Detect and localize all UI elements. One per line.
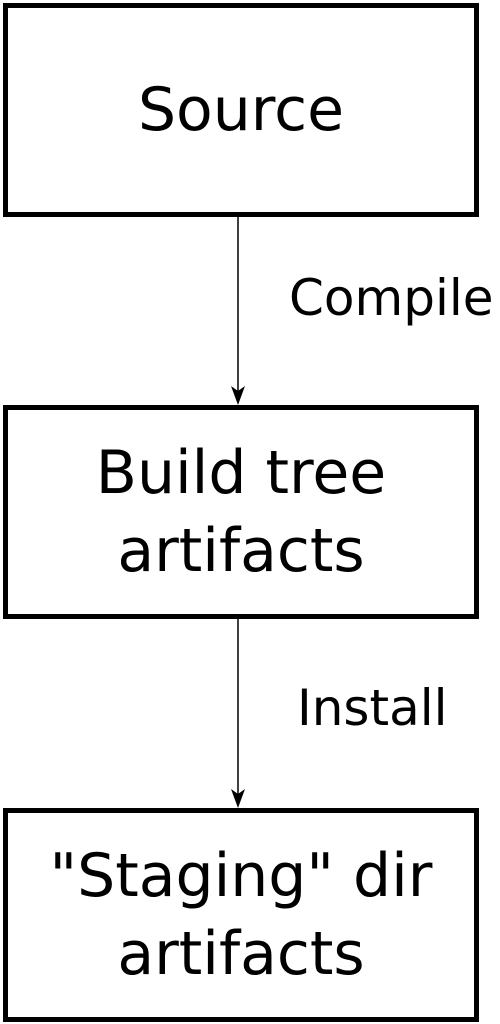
source-node: Source [3,3,479,217]
install-edge-label: Install [297,679,448,737]
staging-node-label-line-1: "Staging" dir [49,841,433,911]
build-tree-node-label-line-1: Build tree [95,438,387,508]
staging-node-label-line-2: artifacts [117,919,365,989]
compile-edge-arrowhead [231,386,245,405]
build-tree-node-label-line-2: artifacts [117,516,365,586]
source-node-label: Source [137,75,345,145]
build-tree-node: Build tree artifacts [3,405,479,619]
staging-node: "Staging" dir artifacts [3,808,479,1022]
compile-edge [231,216,245,405]
install-edge [231,619,245,808]
install-edge-arrowhead [231,789,245,808]
compile-edge-label: Compile [289,269,494,327]
